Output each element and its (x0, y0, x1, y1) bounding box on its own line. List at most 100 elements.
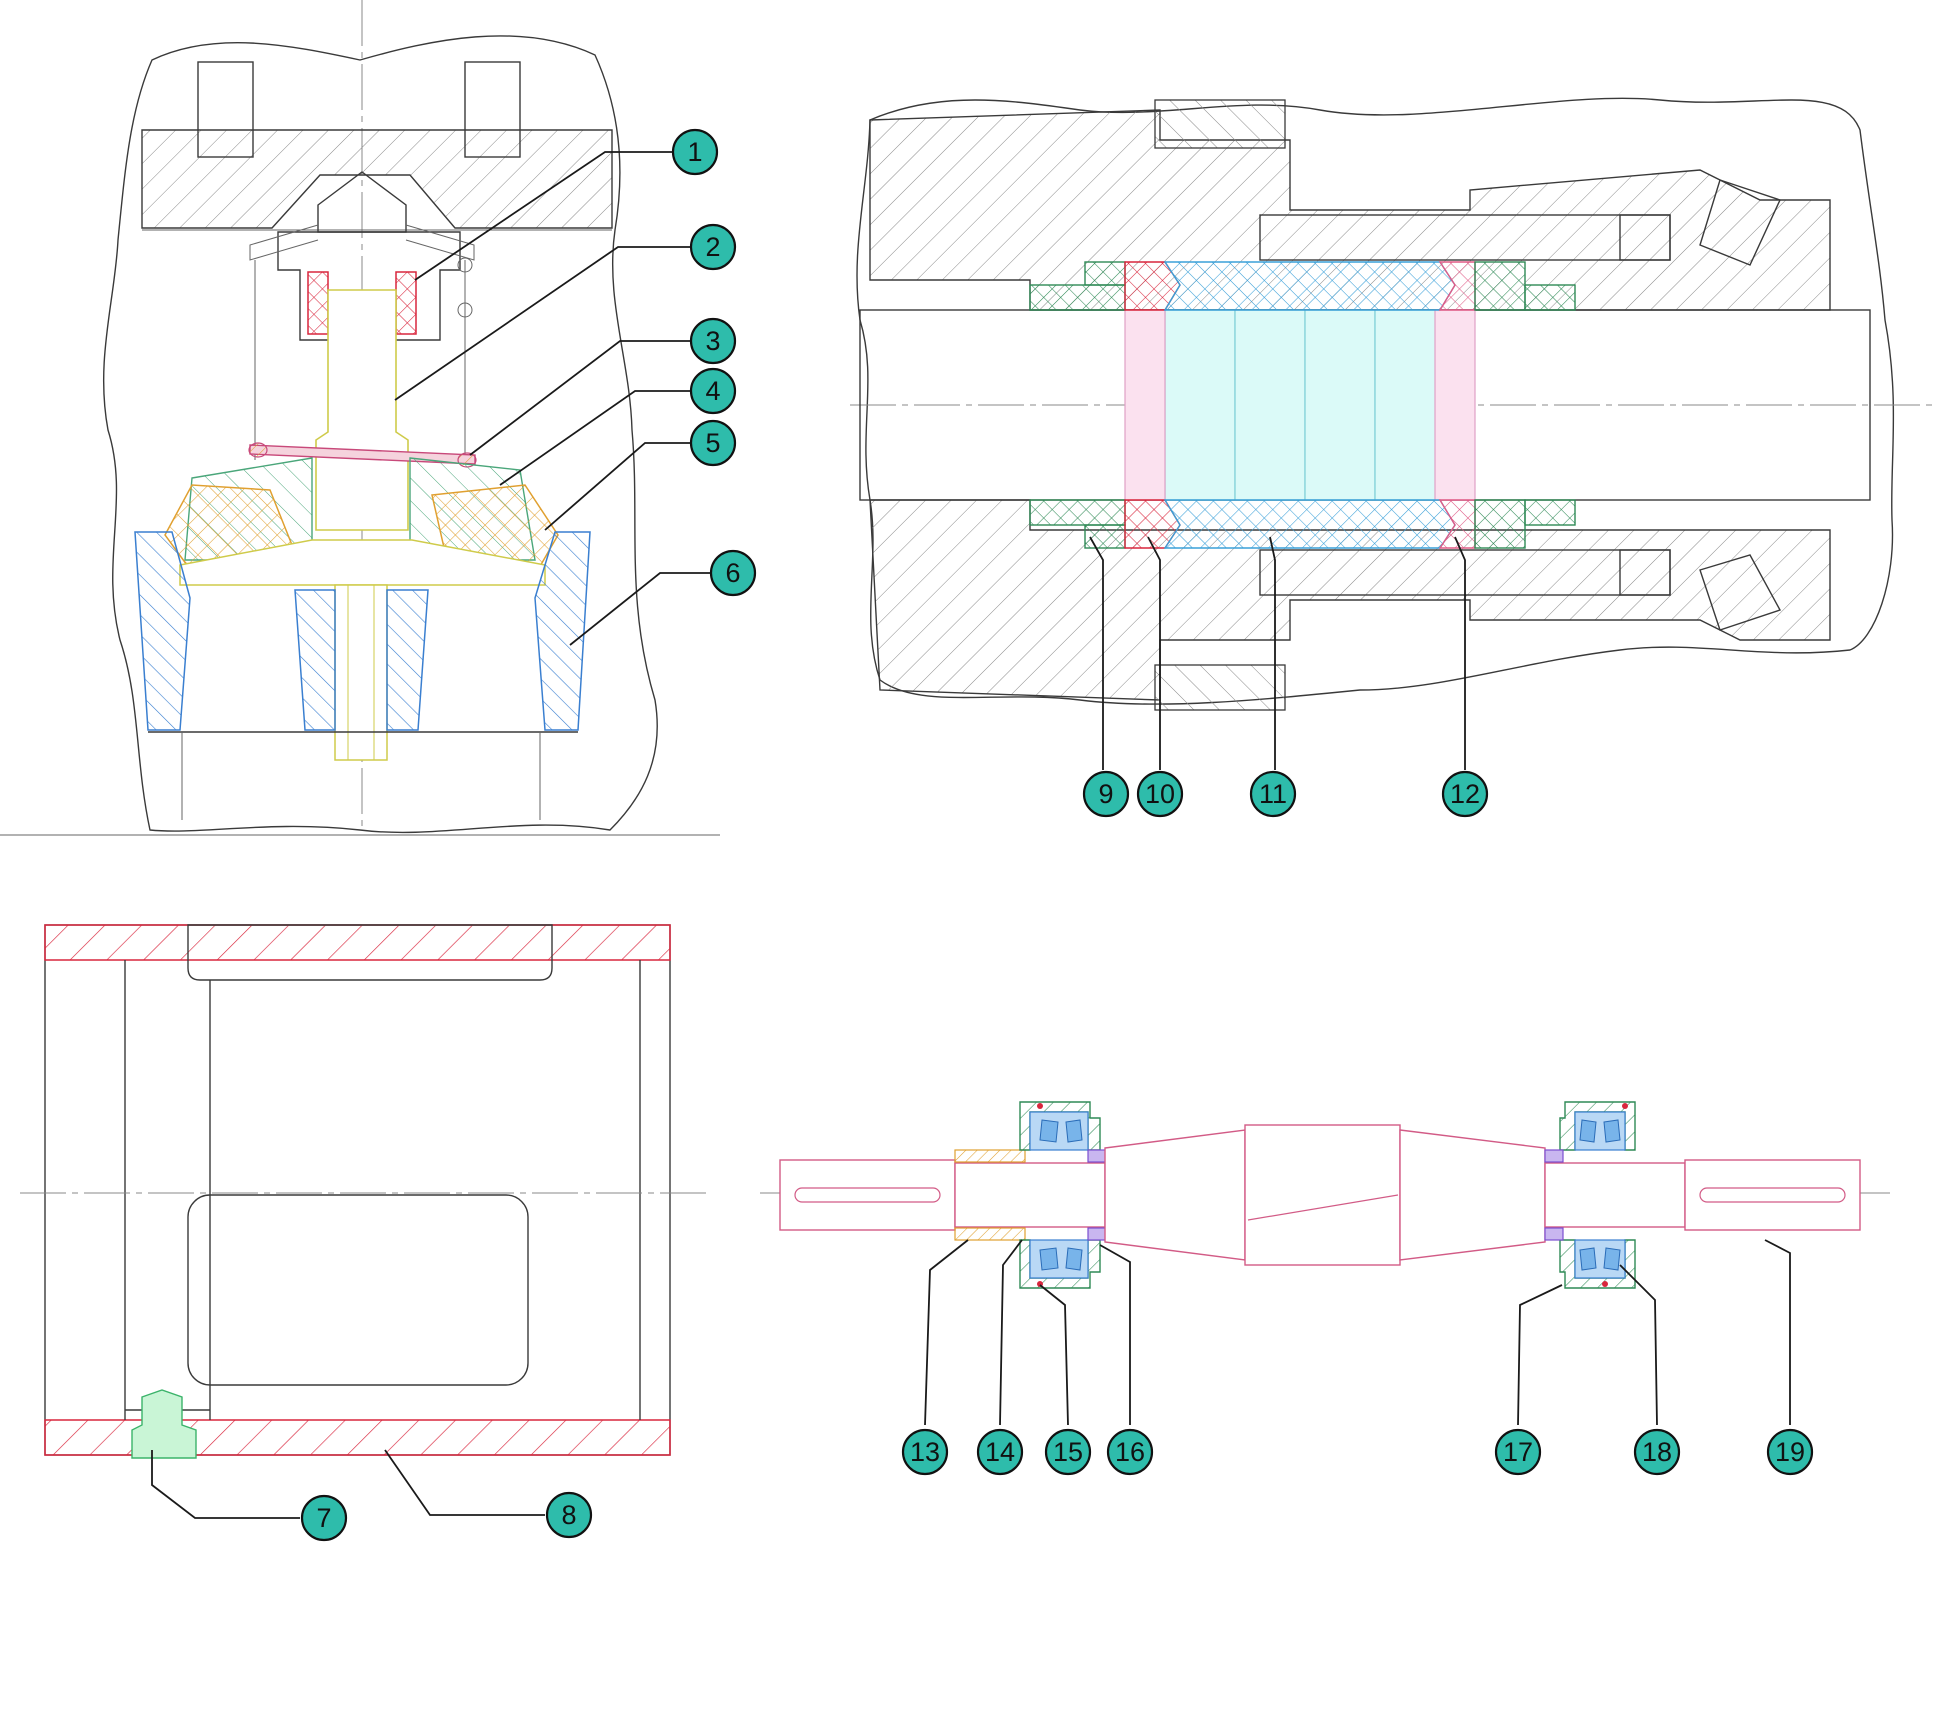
shaft-left-seal-dot-top (1037, 1103, 1043, 1109)
leader-14 (999, 1239, 1023, 1426)
svg-text:17: 17 (1503, 1437, 1533, 1467)
callout-19: 19 (1766, 1428, 1814, 1476)
shaft-right-seal-dot-top (1622, 1103, 1628, 1109)
packing-blue-seal-upper (1163, 261, 1456, 311)
callout-16: 16 (1106, 1428, 1154, 1476)
shaft-left-bearing-upper (1029, 1111, 1089, 1151)
callout-12: 12 (1441, 770, 1489, 818)
leader-19 (1764, 1239, 1791, 1425)
packing-section-view (850, 97, 1937, 711)
packing-bottom-insert (1154, 664, 1286, 711)
shaft-assembly-view (760, 1101, 1890, 1289)
leader-3 (469, 340, 690, 456)
shaft-right-journal (1544, 1162, 1686, 1228)
packing-green-seal-lower-left-b (1084, 524, 1126, 549)
packing-spacer-2 (1234, 309, 1306, 501)
packing-green-seal-upper-right-b (1524, 284, 1576, 311)
valve-wall-right (534, 531, 591, 731)
callout-14: 14 (976, 1428, 1024, 1476)
shaft-left-roller-lower (1039, 1247, 1083, 1271)
shaft-right-keyway (1699, 1187, 1846, 1203)
callout-4: 4 (689, 367, 737, 415)
housing-outline (44, 924, 671, 1456)
leader-15 (1039, 1284, 1069, 1426)
packing-pink-seal-lower (1438, 499, 1476, 549)
shaft-taper-right (1399, 1129, 1546, 1261)
valve-stem-tip (317, 171, 407, 233)
callout-3: 3 (689, 317, 737, 365)
packing-lower-wedge (1699, 554, 1782, 631)
valve-stem (315, 289, 409, 531)
valve-sleeve-right (386, 589, 429, 731)
callout-6: 6 (709, 549, 757, 597)
leader-18 (1619, 1264, 1658, 1426)
valve-vent-hole-2 (457, 302, 473, 318)
packing-green-seal-lower-left (1029, 499, 1126, 526)
svg-text:4: 4 (705, 376, 720, 406)
leader-16 (1099, 1244, 1131, 1425)
shaft-right-spacer-top (1544, 1149, 1564, 1163)
svg-text:16: 16 (1115, 1437, 1145, 1467)
shaft-left-keyway (794, 1187, 941, 1203)
valve-wall-left (134, 531, 191, 731)
svg-text:10: 10 (1145, 779, 1175, 809)
svg-text:8: 8 (561, 1500, 576, 1530)
svg-text:14: 14 (985, 1437, 1015, 1467)
svg-text:11: 11 (1259, 779, 1287, 809)
svg-text:6: 6 (725, 558, 740, 588)
leader-1 (414, 151, 672, 281)
valve-section-view (0, 0, 720, 836)
shaft-right-roller-upper (1579, 1119, 1621, 1143)
packing-upper-bolt (1619, 214, 1671, 261)
shaft-left-spacer-top (1087, 1149, 1107, 1163)
callout-15: 15 (1044, 1428, 1092, 1476)
housing-wall-top (44, 924, 671, 961)
valve-break-outline (102, 35, 658, 834)
valve-packing-left (307, 271, 329, 335)
shaft-left-sleeve-bottom (954, 1227, 1026, 1241)
packing-green-seal-upper-left (1029, 284, 1126, 311)
shaft-left-sleeve-top (954, 1149, 1026, 1163)
housing-top-slot (187, 924, 553, 981)
leader-11 (1269, 536, 1276, 770)
leader-2 (394, 246, 690, 401)
valve-vent-hole-1 (457, 257, 473, 273)
valve-stem-wing-left (249, 224, 319, 261)
packing-spacer-3 (1304, 309, 1376, 501)
svg-text:7: 7 (316, 1503, 331, 1533)
callout-13: 13 (901, 1428, 949, 1476)
leader-7 (151, 1450, 300, 1519)
packing-spacer-1 (1164, 309, 1236, 501)
packing-green-seal-upper-right (1474, 261, 1526, 311)
valve-upper-body (141, 129, 613, 229)
svg-text:5: 5 (705, 428, 720, 458)
housing-section-view (20, 924, 710, 1459)
leader-lines (151, 151, 1791, 1519)
valve-lug-right (464, 61, 521, 158)
packing-blue-seal-lower (1163, 499, 1456, 549)
callout-1: 1 (671, 128, 719, 176)
svg-text:1: 1 (687, 137, 702, 167)
valve-ring-end-left (248, 442, 268, 458)
shaft-right-roller-lower (1579, 1247, 1621, 1271)
shaft-left-journal (954, 1162, 1106, 1228)
leader-17 (1517, 1284, 1563, 1426)
packing-upper-wedge (1699, 179, 1781, 266)
callout-8: 8 (545, 1491, 593, 1539)
housing-plug (131, 1389, 197, 1459)
svg-text:18: 18 (1642, 1437, 1672, 1467)
packing-pink-ring-left (1124, 309, 1166, 501)
svg-text:13: 13 (910, 1437, 940, 1467)
leader-4 (499, 390, 690, 486)
valve-packing-right (395, 271, 417, 335)
packing-top-insert (1154, 99, 1286, 149)
packing-pink-seal-upper (1438, 261, 1476, 311)
shaft-right-seal-dot-bottom (1602, 1281, 1608, 1287)
callout-18: 18 (1633, 1428, 1681, 1476)
callout-11: 11 (1249, 770, 1297, 818)
callout-bubbles: 1 2 3 4 5 6 7 8 9 10 11 12 13 14 15 16 1… (300, 128, 1814, 1542)
svg-text:12: 12 (1450, 779, 1480, 809)
callout-7: 7 (300, 1494, 348, 1542)
callout-9: 9 (1082, 770, 1130, 818)
valve-lower-stem (334, 584, 388, 761)
